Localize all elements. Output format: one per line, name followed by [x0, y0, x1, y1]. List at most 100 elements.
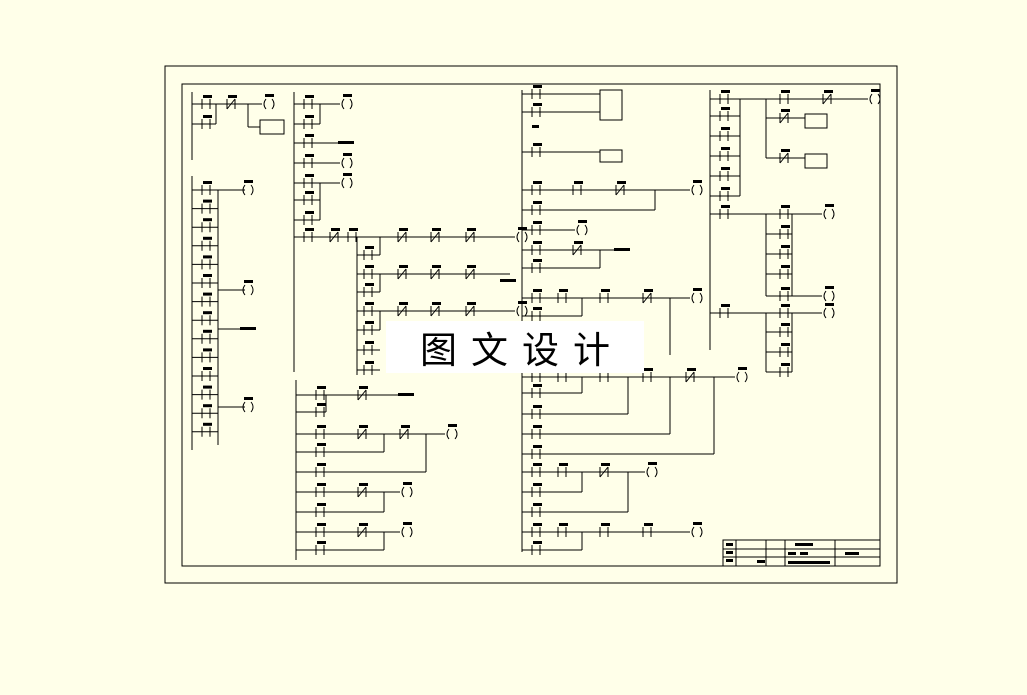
label-bar — [317, 503, 326, 506]
label-bar — [693, 522, 702, 525]
contact-slash — [615, 184, 625, 196]
timer-block — [599, 89, 623, 121]
watermark-text: 图文设计 — [420, 329, 624, 372]
label-bar — [203, 199, 212, 203]
coil-left — [823, 208, 827, 220]
label-bar — [824, 90, 833, 93]
contact-slash — [430, 305, 440, 317]
coil-right — [524, 305, 528, 317]
label-bar — [533, 523, 542, 526]
coil-right — [584, 224, 588, 236]
coil-right — [349, 177, 353, 189]
label-bar — [574, 181, 583, 184]
coil-left — [242, 284, 246, 296]
label-bar — [203, 329, 212, 333]
label-bar — [203, 292, 212, 296]
contact-slash — [779, 112, 789, 124]
label-bar — [403, 522, 412, 525]
label-bar — [533, 463, 542, 466]
label-bar — [359, 386, 368, 389]
contact-slash — [226, 98, 236, 110]
label-bar — [365, 361, 374, 364]
coil-left — [869, 93, 873, 105]
contact-slash — [642, 292, 652, 304]
coil-right — [409, 526, 413, 538]
label-bar — [559, 289, 568, 292]
coil-right — [744, 371, 748, 383]
label-bar — [244, 180, 253, 183]
contact-slash — [399, 428, 409, 440]
label-bar — [532, 125, 539, 128]
coil-right — [699, 184, 703, 196]
label-bar — [781, 265, 790, 268]
label-bar — [738, 367, 747, 370]
label-bar — [601, 463, 610, 466]
coil-right — [831, 208, 835, 220]
coil-right — [524, 231, 528, 243]
contact-slash — [685, 371, 695, 383]
label-bar — [825, 286, 834, 289]
label-bar — [726, 559, 733, 562]
coil-left — [823, 307, 827, 319]
contact-slash — [599, 466, 609, 478]
label-bar — [203, 367, 212, 370]
label-bar — [305, 95, 314, 98]
label-bar — [265, 94, 274, 97]
coil-left — [242, 401, 246, 413]
coil-left — [576, 224, 580, 236]
coil-left — [401, 486, 405, 498]
coil-right — [349, 98, 353, 110]
label-bar — [401, 425, 410, 428]
label-bar — [533, 483, 542, 486]
label-bar — [305, 191, 314, 194]
label-bar — [432, 265, 441, 268]
label-bar — [317, 425, 326, 428]
label-bar — [559, 463, 568, 466]
watermark: 图文设计 — [386, 321, 644, 373]
contact-slash — [397, 231, 407, 243]
label-bar — [721, 187, 730, 190]
label-bar — [305, 154, 314, 157]
label-bar — [721, 147, 730, 150]
label-bar — [533, 384, 542, 387]
label-bar — [601, 289, 610, 292]
label-bar — [781, 343, 790, 346]
label-bar — [533, 405, 542, 408]
contact-slash — [465, 305, 475, 317]
output-bar — [338, 141, 354, 144]
label-bar — [788, 552, 796, 555]
label-bar — [781, 205, 790, 208]
coil-right — [699, 292, 703, 304]
label-bar — [203, 385, 212, 389]
label-bar — [533, 221, 542, 224]
label-bar — [800, 552, 808, 555]
label-bar — [721, 304, 730, 307]
label-bar — [331, 228, 340, 231]
label-bar — [317, 443, 326, 446]
contact-slash — [357, 486, 367, 498]
label-bar — [533, 503, 542, 506]
outer-frame — [164, 65, 898, 584]
coil-left — [691, 184, 695, 196]
label-bar — [203, 274, 212, 277]
label-bar — [317, 386, 326, 389]
label-bar — [533, 181, 542, 184]
label-bar — [467, 302, 476, 305]
label-bar — [871, 89, 880, 92]
label-bar — [399, 265, 408, 268]
contact-slash — [357, 526, 367, 538]
label-bar — [317, 483, 326, 486]
label-bar — [203, 404, 212, 408]
label-bar — [757, 560, 765, 563]
label-bar — [825, 204, 834, 207]
label-bar — [788, 561, 830, 564]
label-bar — [399, 302, 408, 305]
label-bar — [228, 95, 237, 98]
label-bar — [317, 463, 326, 466]
label-bar — [533, 241, 542, 244]
label-bar — [781, 109, 790, 112]
drawing-border — [181, 83, 881, 567]
contact-slash — [572, 244, 582, 256]
